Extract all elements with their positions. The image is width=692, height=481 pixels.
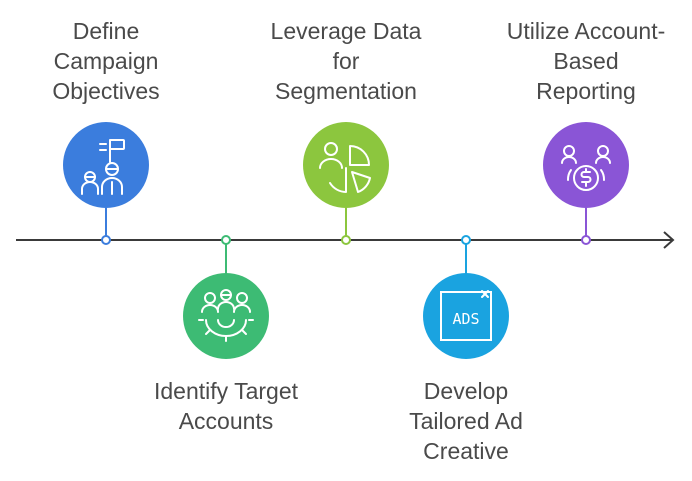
axis-dot-step-3 — [341, 235, 351, 245]
step-3-circle — [303, 122, 389, 208]
axis-dot-step-4 — [461, 235, 471, 245]
axis-dot-step-1 — [101, 235, 111, 245]
step-4-circle — [423, 273, 509, 359]
people-money-icon — [561, 145, 611, 191]
step-1-circle — [63, 122, 149, 208]
step-5-label: Utilize Account- Based Reporting — [506, 18, 666, 104]
step-2-label: Identify Target Accounts — [153, 378, 299, 434]
axis-dot-step-2 — [221, 235, 231, 245]
people-gear-icon — [198, 289, 254, 342]
flag-team-icon — [81, 139, 125, 195]
ads-window-icon: ADS — [440, 290, 492, 341]
step-1-label: Define Campaign Objectives — [52, 18, 160, 104]
axis-dot-step-5 — [581, 235, 591, 245]
timeline-arrowhead — [663, 231, 675, 249]
ads-text: ADS — [452, 310, 479, 328]
step-4-label: Develop Tailored Ad Creative — [409, 378, 523, 464]
step-2-circle — [183, 273, 269, 359]
step-3-label: Leverage Data for Segmentation — [270, 18, 422, 104]
person-pie-chart-icon — [319, 142, 371, 193]
